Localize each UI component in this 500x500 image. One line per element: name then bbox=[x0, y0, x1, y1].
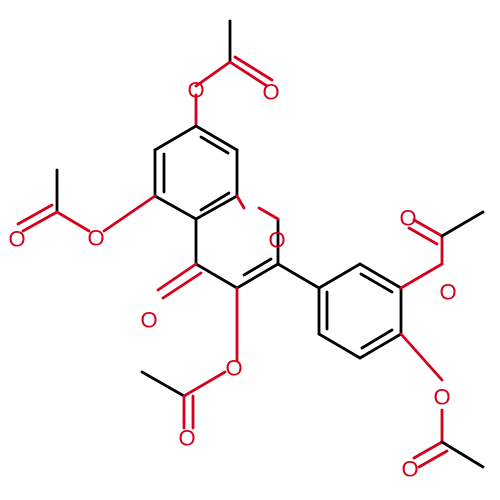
oxygen-atom-lower-right-ester: O bbox=[433, 385, 450, 410]
oxygen-atom-ring-carbonyl: O bbox=[140, 308, 157, 333]
bond-lower-right-carbonyl-oxygen-1 bbox=[412, 440, 444, 460]
bond-bottom-carbonyl-ester-oxygen bbox=[182, 370, 227, 398]
ring-b-bond-5 bbox=[317, 332, 362, 360]
oxygen-atom-upper-right-carbonyl: O bbox=[399, 206, 416, 231]
ring-a-double-2 bbox=[199, 191, 231, 212]
bond-upper-right-ester-oxygen-ring bbox=[399, 262, 444, 290]
bond-top-carbonyl-ester-oxygen bbox=[194, 60, 232, 88]
oxygen-atom-bottom-ester: O bbox=[225, 356, 242, 381]
ring-c-bond-3 bbox=[235, 262, 280, 290]
ring-c-bond-6 bbox=[235, 194, 246, 210]
atom-label-layer: O O O O O O O O O O O O bbox=[8, 78, 456, 482]
oxygen-atom-bottom-carbonyl: O bbox=[178, 426, 195, 451]
ring-c-bond-2 bbox=[194, 262, 239, 290]
ring-b-bond-4 bbox=[358, 332, 403, 360]
bond-ring-carbonyl-oxygen-1 bbox=[156, 262, 198, 292]
bond-top-carbonyl-oxygen-1 bbox=[228, 60, 269, 88]
oxygen-atom-upper-right-ester: O bbox=[439, 280, 456, 305]
bond-upper-right-carbonyl-oxygen-2 bbox=[407, 226, 439, 246]
bond-ring-carbonyl-oxygen-2 bbox=[161, 271, 203, 300]
ring-a-double-3 bbox=[199, 135, 230, 155]
ring-a-bond-6 bbox=[194, 124, 239, 152]
bond-left-carbonyl-ester-oxygen bbox=[55, 210, 91, 233]
bond-upper-right-carbonyl-oxygen-1 bbox=[412, 218, 444, 238]
bond-top-carbonyl-oxygen-2 bbox=[233, 55, 274, 82]
ring-b-bond-2 bbox=[358, 262, 403, 290]
ring-a-bond-1 bbox=[153, 124, 198, 152]
ring-c-bond-5 bbox=[257, 206, 280, 221]
bond-bottom-methyl-carbonyl bbox=[140, 370, 186, 398]
bond-lower-right-carbonyl-oxygen-2 bbox=[417, 449, 449, 469]
ring-a-bond-4 bbox=[194, 194, 239, 221]
ring-c-double-1 bbox=[242, 257, 273, 277]
ring-b-bond-1 bbox=[317, 262, 362, 290]
oxygen-atom-left-ester: O bbox=[87, 226, 104, 251]
bond-upper-right-methyl-carbonyl bbox=[440, 210, 485, 238]
bond-ring-c-to-phenyl bbox=[276, 262, 321, 290]
oxygen-atom-lower-right-carbonyl: O bbox=[401, 457, 418, 482]
bond-left-carbonyl-oxygen-2 bbox=[16, 203, 54, 226]
bond-lower-right-ester-oxygen-ring bbox=[399, 332, 444, 382]
bond-layer bbox=[16, 19, 485, 469]
bond-left-ester-oxygen-ring bbox=[102, 194, 157, 233]
bond-lower-right-methyl-carbonyl bbox=[440, 440, 485, 469]
ring-a-bond-3 bbox=[153, 194, 198, 221]
oxygen-atom-top-ester: O bbox=[187, 78, 204, 103]
bond-left-carbonyl-oxygen-1 bbox=[21, 210, 59, 233]
oxygen-atom-left-carbonyl: O bbox=[8, 227, 25, 252]
ring-b-double-1 bbox=[359, 272, 394, 294]
oxygen-atom-ring: O bbox=[268, 228, 285, 253]
oxygen-atom-top-carbonyl: O bbox=[262, 80, 279, 105]
ring-b-double-2 bbox=[360, 328, 394, 350]
